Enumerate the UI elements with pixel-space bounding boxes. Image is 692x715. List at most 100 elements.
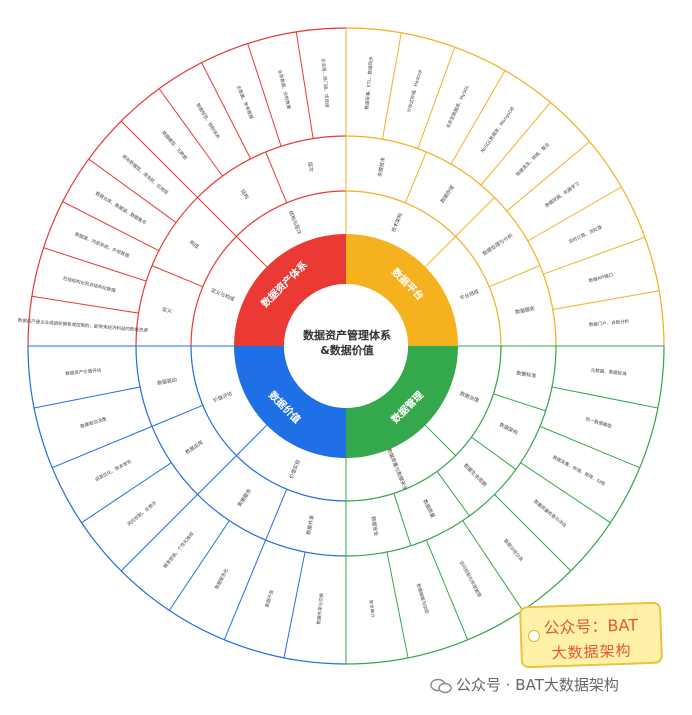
inner-ring-arc-green	[345, 345, 502, 502]
outer-ring-label: 数据标签、指标体系	[194, 102, 221, 141]
outer-ring-divider	[283, 551, 306, 658]
middle-ring-divider	[265, 151, 288, 203]
quadrant-sector-blue	[234, 346, 346, 458]
outer-ring-label: 访问控制与权限管理	[458, 559, 484, 598]
outer-ring-divider	[520, 462, 611, 524]
inner-ring-label: 结构与层次	[287, 210, 303, 236]
middle-ring-label: 构成	[188, 239, 200, 250]
outer-ring-divider	[43, 247, 147, 282]
middle-ring-label: 数据服务	[514, 305, 535, 316]
middle-ring-divider	[197, 197, 237, 237]
middle-ring-label: 数据安全	[370, 516, 380, 537]
inner-ring-label: 价值实现	[288, 459, 302, 480]
outer-ring-label: 企业级、部门级、项目级	[320, 58, 331, 108]
middle-ring-label: 数据处理与分析	[481, 232, 514, 257]
outer-ring-label: 数据挖掘、机器学习	[544, 180, 581, 209]
wechat-icon	[430, 678, 452, 693]
outer-ring-label: 数据源、内部系统、外部数据	[74, 231, 131, 260]
outer-ring-divider	[551, 386, 658, 409]
center-hole	[284, 284, 408, 408]
outer-ring-label: 数据门户、自助分析	[589, 318, 630, 329]
inner-ring-label: 技术架构	[390, 212, 404, 233]
outer-ring-divider	[62, 201, 160, 252]
outer-ring-divider	[158, 88, 223, 177]
outer-ring-arc-blue	[27, 345, 347, 665]
badge-hole-icon	[527, 629, 541, 643]
inner-ring-label: 数据治理	[459, 390, 480, 404]
watermark-text: 公众号 · BAT大数据架构	[456, 676, 619, 694]
outer-ring-divider	[539, 425, 640, 469]
outer-ring-label: 数据API接口	[588, 271, 614, 284]
outer-ring-label: 风险控制、反欺诈	[126, 499, 159, 528]
outer-ring-label: 精准营销、个性化推荐	[162, 530, 196, 570]
outer-ring-divider	[52, 425, 153, 469]
outer-ring-label: 数据采集、ETL、数据同步	[363, 56, 375, 110]
outer-ring-label: 包括结构化和非结构化数据	[62, 275, 117, 295]
outer-ring-label: 分布式存储、Hadoop	[405, 69, 423, 114]
outer-ring-divider	[120, 494, 198, 572]
account-badge: 公众号：BAT 大数据架构	[518, 601, 664, 669]
outer-ring-divider	[81, 462, 172, 524]
outer-ring-label: 数据模型、元数据	[160, 129, 189, 161]
quadrant-sector-yellow	[346, 234, 458, 346]
outer-ring-arc-green	[345, 345, 665, 665]
outer-ring-label: 数据开放	[263, 589, 275, 609]
outer-ring-label: 数据质量检查与评估	[532, 498, 568, 529]
quadrant-sector-red	[234, 234, 346, 346]
outer-ring-label: 安全审计	[368, 599, 377, 618]
outer-ring-divider	[494, 494, 572, 572]
outer-ring-divider	[88, 158, 177, 223]
middle-ring-label: 数据共享	[305, 514, 316, 535]
inner-ring-label: 价值评估	[212, 390, 233, 404]
outer-ring-label: 数据服务化	[213, 567, 230, 591]
outer-ring-divider	[480, 102, 551, 186]
outer-ring-label: 关系型数据库、MySQL	[444, 84, 470, 130]
middle-ring-divider	[471, 436, 517, 470]
outer-ring-label: 运营优化、降本增效	[94, 458, 133, 484]
middle-ring-label: 层次	[306, 161, 315, 172]
outer-ring-label: 数据清洗、转换、整合	[514, 141, 551, 178]
middle-ring-divider	[393, 493, 412, 546]
middle-ring-label: 定义	[161, 306, 172, 315]
watermark: 公众号 · BAT大数据架构	[430, 674, 619, 695]
outer-ring-label: 数据资产是企业或组织拥有或控制的，能带来经济利益的数据资源	[17, 317, 148, 334]
outer-ring-label: 主数据、参考数据	[235, 84, 255, 120]
outer-ring-divider	[168, 520, 230, 611]
middle-ring-divider	[489, 265, 541, 288]
middle-ring-label: 数据标准	[516, 370, 537, 380]
outer-ring-divider	[462, 520, 524, 611]
outer-ring-divider	[381, 32, 402, 140]
outer-ring-divider	[450, 70, 506, 165]
outer-ring-divider	[527, 186, 622, 242]
inner-ring-label: 平台组成	[459, 288, 480, 302]
outer-ring-label: NoSQL数据库、MongoDB	[479, 105, 516, 154]
outer-ring-divider	[201, 62, 252, 160]
outer-ring-label: 数据脱敏与加密	[415, 583, 431, 616]
middle-ring-arc-yellow	[345, 135, 557, 347]
outer-ring-divider	[425, 539, 469, 640]
outer-ring-divider	[34, 386, 141, 409]
outer-ring-label: 数据共享与交换	[315, 592, 325, 625]
middle-ring-label: 数据质量	[421, 498, 436, 519]
outer-ring-divider	[506, 141, 590, 212]
inner-ring-divider	[236, 236, 268, 268]
middle-ring-divider	[455, 197, 495, 237]
outer-ring-label: 实时计算、流处理	[567, 223, 603, 245]
outer-ring-divider	[552, 290, 660, 311]
middle-ring-divider	[404, 151, 427, 203]
middle-ring-divider	[151, 265, 203, 288]
middle-ring-divider	[151, 404, 203, 427]
middle-ring-divider	[197, 455, 237, 495]
middle-ring-label: 数据服务	[236, 487, 253, 508]
quadrant-sector-green	[346, 346, 458, 458]
center-title: 数据资产管理体系 &数据价值	[277, 328, 417, 358]
center-title-line2: &数据价值	[320, 344, 374, 357]
outer-ring-label: 数据驱动决策	[79, 415, 107, 430]
outer-ring-divider	[247, 43, 282, 147]
inner-ring-label: 定义与构成	[210, 287, 236, 303]
outer-ring-divider	[120, 120, 198, 198]
outer-ring-divider	[386, 551, 409, 658]
middle-ring-label: 数据生命周期	[462, 462, 488, 488]
outer-ring-label: 原始数据层、清洗层、应用层	[121, 153, 170, 197]
outer-ring-divider	[543, 236, 645, 275]
